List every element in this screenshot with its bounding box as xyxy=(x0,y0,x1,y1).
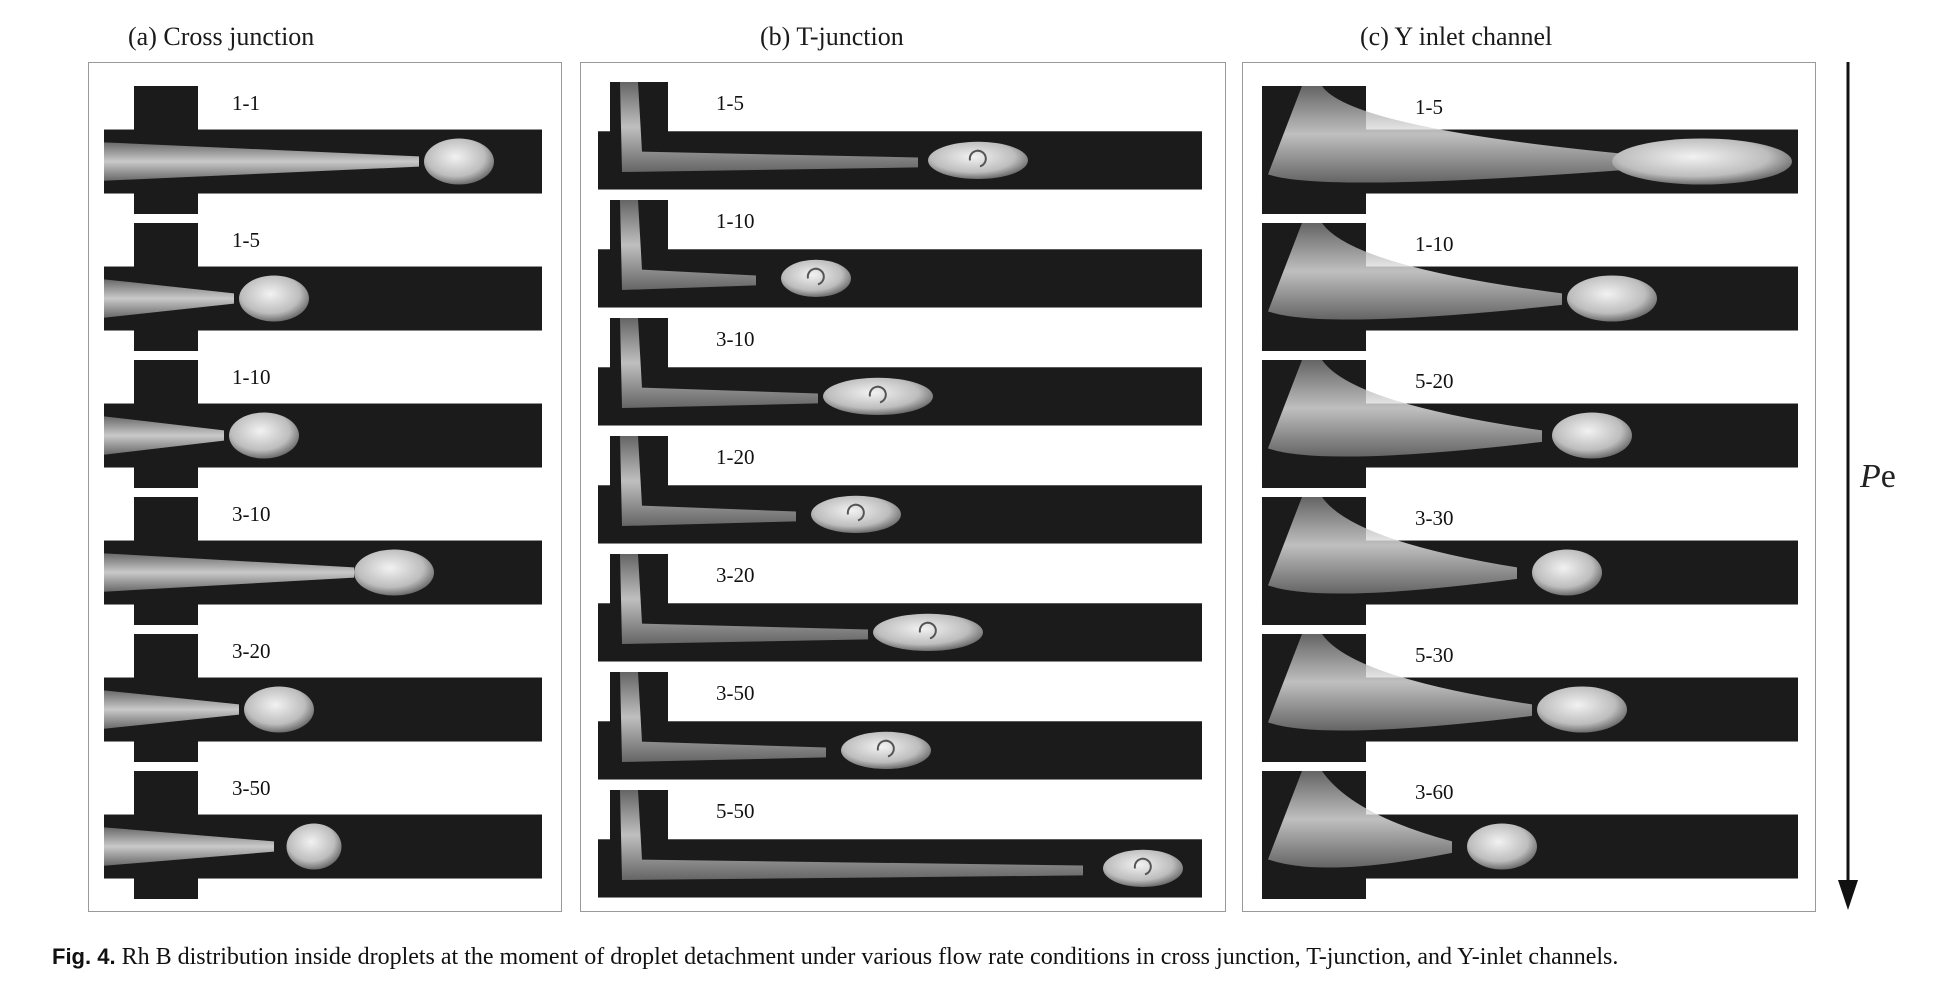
micrograph-image xyxy=(598,318,1202,426)
micrograph-image xyxy=(104,223,542,351)
panel-b-title: (b) T-junction xyxy=(760,22,904,51)
frame-flow-ratio-label: 1-10 xyxy=(713,210,758,232)
micrograph-image xyxy=(598,200,1202,308)
micrograph-image xyxy=(598,672,1202,780)
frame-flow-ratio-label: 1-10 xyxy=(1412,233,1457,255)
micrograph-image xyxy=(1262,634,1798,762)
frame-flow-ratio-label: 3-20 xyxy=(713,564,758,586)
frame-flow-ratio-label: 1-5 xyxy=(229,229,263,251)
pe-axis-label: Pe xyxy=(1860,458,1896,495)
frame-c-4: 3-30 xyxy=(1262,497,1798,625)
frame-b-2: 1-10 xyxy=(598,200,1202,312)
frame-flow-ratio-label: 1-20 xyxy=(713,446,758,468)
frame-c-5: 5-30 xyxy=(1262,634,1798,762)
micrograph-image xyxy=(598,790,1202,898)
frame-c-3: 5-20 xyxy=(1262,360,1798,488)
micrograph-image xyxy=(1262,360,1798,488)
frame-flow-ratio-label: 3-50 xyxy=(229,777,274,799)
figure-number: Fig. 4. xyxy=(52,944,116,969)
frame-b-7: 5-50 xyxy=(598,790,1202,902)
frame-b-3: 3-10 xyxy=(598,318,1202,430)
frame-flow-ratio-label: 3-20 xyxy=(229,640,274,662)
frame-c-1: 1-5 xyxy=(1262,86,1798,214)
caption-text: Rh B distribution inside droplets at the… xyxy=(115,944,1619,970)
micrograph-image xyxy=(598,554,1202,662)
frame-a-4: 3-10 xyxy=(104,497,542,625)
frame-flow-ratio-label: 1-5 xyxy=(1412,96,1446,118)
panel-c-title: (c) Y inlet channel xyxy=(1360,22,1553,51)
frame-a-6: 3-50 xyxy=(104,771,542,899)
panel-a-title: (a) Cross junction xyxy=(128,22,315,51)
micrograph-image xyxy=(104,86,542,214)
pe-arrow-icon xyxy=(1838,62,1858,910)
frame-c-6: 3-60 xyxy=(1262,771,1798,899)
frame-flow-ratio-label: 3-60 xyxy=(1412,781,1457,803)
frame-a-5: 3-20 xyxy=(104,634,542,762)
frame-a-3: 1-10 xyxy=(104,360,542,488)
frame-b-1: 1-5 xyxy=(598,82,1202,194)
frame-flow-ratio-label: 5-50 xyxy=(713,800,758,822)
micrograph-image xyxy=(104,771,542,899)
micrograph-image xyxy=(104,360,542,488)
frame-b-5: 3-20 xyxy=(598,554,1202,666)
frame-flow-ratio-label: 1-10 xyxy=(229,366,274,388)
micrograph-image xyxy=(1262,497,1798,625)
frame-flow-ratio-label: 3-10 xyxy=(713,328,758,350)
frame-flow-ratio-label: 3-50 xyxy=(713,682,758,704)
micrograph-image xyxy=(1262,86,1798,214)
frame-a-1: 1-1 xyxy=(104,86,542,214)
frame-flow-ratio-label: 5-30 xyxy=(1412,644,1457,666)
figure-caption: Fig. 4. Rh B distribution inside droplet… xyxy=(52,944,1618,971)
frame-flow-ratio-label: 3-30 xyxy=(1412,507,1457,529)
micrograph-image xyxy=(104,497,542,625)
frame-b-6: 3-50 xyxy=(598,672,1202,784)
frame-flow-ratio-label: 1-1 xyxy=(229,92,263,114)
micrograph-image xyxy=(598,82,1202,190)
micrograph-image xyxy=(1262,771,1798,899)
micrograph-image xyxy=(104,634,542,762)
frame-b-4: 1-20 xyxy=(598,436,1202,548)
micrograph-image xyxy=(598,436,1202,544)
frame-flow-ratio-label: 1-5 xyxy=(713,92,747,114)
frame-a-2: 1-5 xyxy=(104,223,542,351)
frame-flow-ratio-label: 3-10 xyxy=(229,503,274,525)
frame-c-2: 1-10 xyxy=(1262,223,1798,351)
frame-flow-ratio-label: 5-20 xyxy=(1412,370,1457,392)
micrograph-image xyxy=(1262,223,1798,351)
